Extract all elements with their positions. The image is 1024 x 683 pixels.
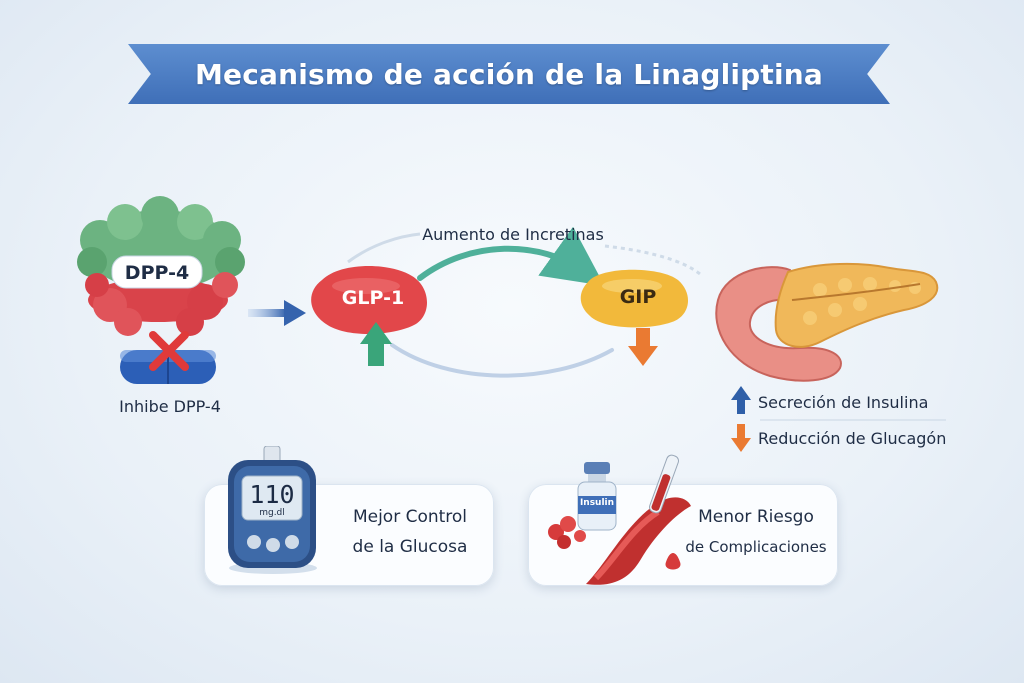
down-arrow-orange: [628, 328, 658, 366]
up-arrow-blue: [731, 386, 751, 414]
glucometer-icon: [228, 446, 317, 574]
meter-value: 110: [249, 480, 295, 509]
up-arrow-green: [360, 322, 392, 366]
glucose-control-line2: de la Glucosa: [352, 537, 468, 557]
complication-risk-card: Insulin Menor Riesgo de Complicaciones: [528, 454, 838, 586]
glucose-control-line1: Mejor Control: [352, 507, 468, 527]
glp1-molecule: [311, 265, 427, 334]
dpp4-label-box: [111, 255, 203, 289]
glucagon-reduction-effect: Reducción de Glucagón: [758, 429, 946, 448]
complication-risk-line2: de Complicaciones: [685, 538, 827, 556]
insulin-secretion-effect: Secreción de Insulina: [758, 393, 928, 412]
incretin-arrow-bottom: [390, 343, 614, 378]
complication-risk-text: Menor Riesgo de Complicaciones: [678, 502, 834, 562]
complication-risk-line1: Menor Riesgo: [698, 507, 814, 527]
inhibitor-pill-icon: [120, 350, 216, 384]
cross-icon: [149, 331, 189, 371]
inhibit-label: Inhibe DPP-4: [119, 397, 221, 416]
glucose-control-card: 110 mg.dl Mejor Control de la Glucosa: [204, 446, 494, 586]
insulin-secretion-text: Secreción de Insulina: [758, 393, 929, 412]
page-title: Mecanismo de acción de la Linagliptina: [194, 57, 824, 91]
glucagon-reduction-text: Reducción de Glucagón: [758, 429, 947, 448]
insulin-vial-icon: [577, 462, 617, 531]
vial-label: Insulin: [579, 498, 615, 508]
flow-arrow-blue: [248, 300, 306, 326]
pancreas-icon: [715, 262, 939, 382]
gip-label: GIP: [619, 286, 657, 308]
incretin-arrow-top: [347, 226, 701, 286]
dpp4-label: DPP-4: [124, 262, 190, 284]
incretins-label: Aumento de Incretinas: [422, 225, 604, 244]
meter-unit: mg.dl: [259, 508, 285, 518]
dpp4-enzyme-icon: [77, 196, 245, 336]
blood-vessel-icon: [548, 454, 691, 585]
title-banner: Mecanismo de acción de la Linagliptina: [128, 44, 890, 104]
down-arrow-orange-small: [731, 424, 751, 452]
gip-molecule: [580, 269, 689, 328]
glp1-label: GLP-1: [341, 287, 405, 309]
glucose-control-text: Mejor Control de la Glucosa: [330, 502, 490, 562]
